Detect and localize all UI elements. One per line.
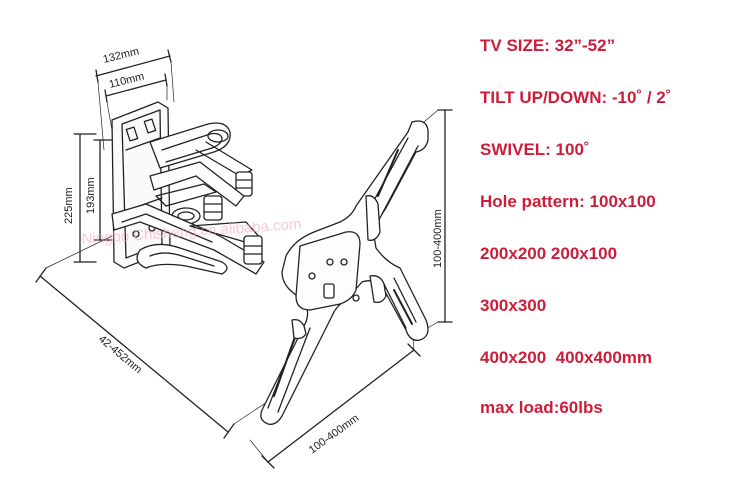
spec-tv-size: TV SIZE: 32”-52” <box>480 36 616 55</box>
spec-swivel: SWIVEL: 100˚ <box>480 140 590 159</box>
plate-height-dimension-line <box>423 109 453 331</box>
spec-hole-pattern-3: 300x300 <box>480 296 547 315</box>
tv-mount-diagram: 132mm 110mm 225mm 193mm 42-452mm 100-400… <box>35 45 453 469</box>
height-inner-dimension-label: 193mm <box>85 177 97 214</box>
spec-hole-pattern-4: 400x200 400x400mm <box>480 348 653 367</box>
upper-arm <box>149 122 253 197</box>
extension-dimension-line <box>35 235 283 439</box>
plate-width-dimension-line <box>249 327 421 469</box>
plate-width-dimension-label: 100-400mm <box>307 412 362 456</box>
vesa-plate <box>260 120 429 425</box>
height-outer-dimension-label: 225mm <box>63 187 75 224</box>
top-inner-dimension-label: 110mm <box>108 71 146 91</box>
spec-hole-pattern: Hole pattern: 100x100 <box>480 192 656 211</box>
extension-dimension-label: 42-452mm <box>96 333 144 376</box>
spec-max-load: max load:60lbs <box>480 398 603 417</box>
top-dimension-lines <box>95 49 175 151</box>
spec-tilt: TILT UP/DOWN: -10˚ / 2˚ <box>480 88 672 107</box>
spec-hole-pattern-2: 200x200 200x100 <box>480 244 618 263</box>
plate-height-dimension-label: 100-400mm <box>432 209 444 268</box>
top-outer-dimension-label: 132mm <box>102 45 141 66</box>
left-dimension-lines <box>73 133 113 263</box>
lower-arm <box>111 203 265 275</box>
